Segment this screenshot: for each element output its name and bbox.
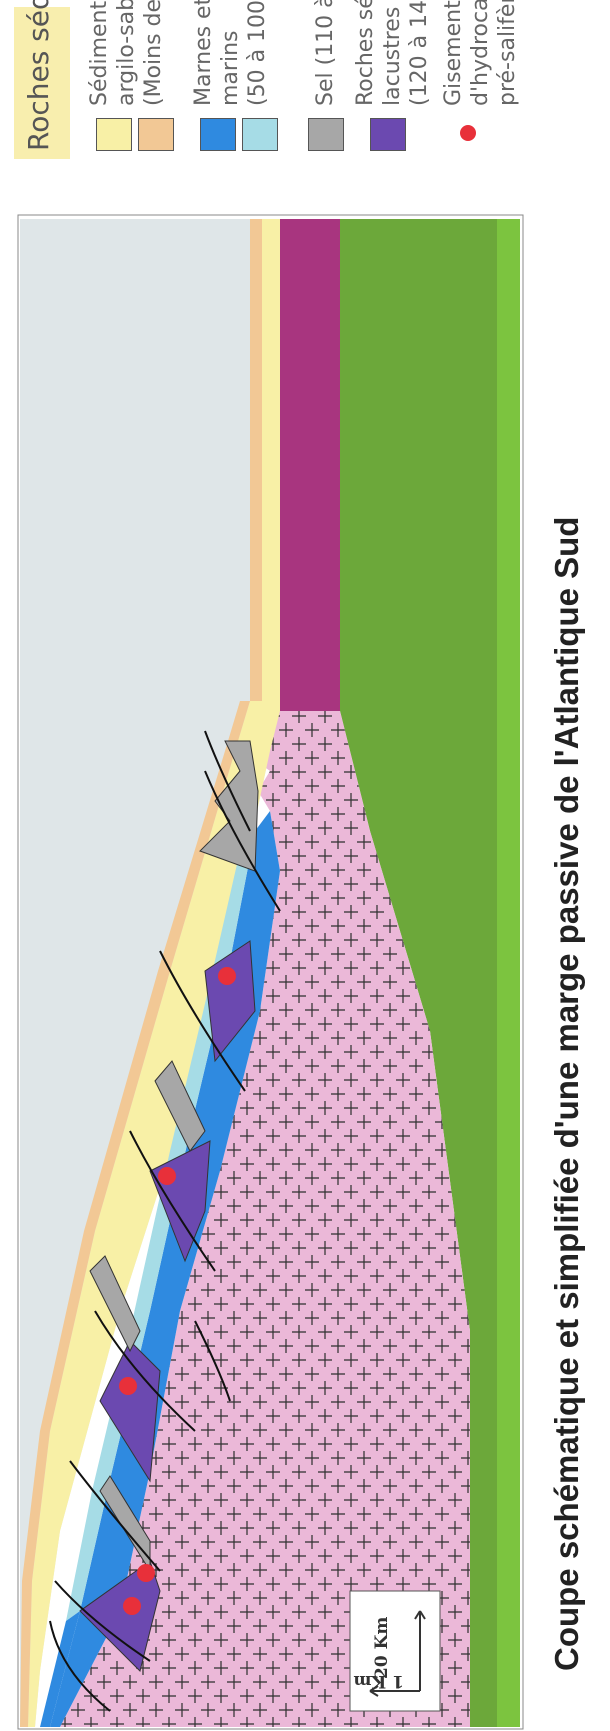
legend-text: marins: [218, 31, 243, 106]
legend-text: Roches sédimentaires: [353, 0, 378, 106]
legend-text: (Moins de 50 Ma): [141, 0, 166, 106]
swatch-yellow: [96, 118, 132, 151]
hydrocarbon-dot: [123, 1597, 141, 1615]
legend-text: (50 à 100 Ma): [245, 0, 270, 106]
legend-text: Sédiments: [87, 0, 112, 106]
geologic-cross-section: [0, 211, 540, 1731]
legend-text: (120 à 140 Ma): [407, 0, 432, 106]
legend-item-sediments: Sédiments argilo-sableux (Moins de 50 Ma…: [86, 0, 167, 106]
legend-text: Gisements: [441, 0, 466, 106]
hydrocarbon-dot: [158, 1167, 176, 1185]
scale-bar: [350, 1591, 440, 1711]
right-sediment-strip: [250, 219, 262, 701]
figure-title: Coupe schématique et simplifiée d'une ma…: [548, 471, 586, 1671]
swatch-blue: [200, 118, 236, 151]
hydrocarbon-dot: [218, 967, 236, 985]
legend-text: argilo-sableux: [114, 0, 139, 106]
hydrocarbon-dot: [137, 1564, 155, 1582]
legend-text: lacustres: [380, 7, 405, 106]
legend-item-lacustrine: Roches sédimentaires lacustres (120 à 14…: [352, 0, 433, 106]
mantle-lower-edge: [497, 219, 520, 1727]
hydrocarbon-dot: [119, 1377, 137, 1395]
legend-item-salt: Sel (110 à 120 Ma): [312, 0, 339, 106]
legend-heading: Roches sédimentaires: [22, 0, 55, 151]
legend-text: Sel (110 à 120 Ma): [313, 0, 338, 106]
scale-vertical-label: 1 Km: [353, 1671, 404, 1691]
legend-item-hydrocarbons: Gisements d'hydrocarbures pré-salifères: [440, 0, 521, 106]
legend-text: d'hydrocarbures: [468, 0, 493, 106]
swatch-purple: [370, 118, 406, 151]
swatch-tan: [138, 118, 174, 151]
swatch-light-blue: [242, 118, 278, 151]
swatch-red-dot: [460, 125, 476, 141]
legend-text: Marnes et calcaires: [191, 0, 216, 106]
swatch-grey: [308, 118, 344, 151]
scale-horizontal-label: 20 Km: [372, 1617, 392, 1679]
legend-item-marine: Marnes et calcaires marins (50 à 100 Ma): [190, 0, 271, 106]
legend-text: pré-salifères: [495, 0, 520, 106]
